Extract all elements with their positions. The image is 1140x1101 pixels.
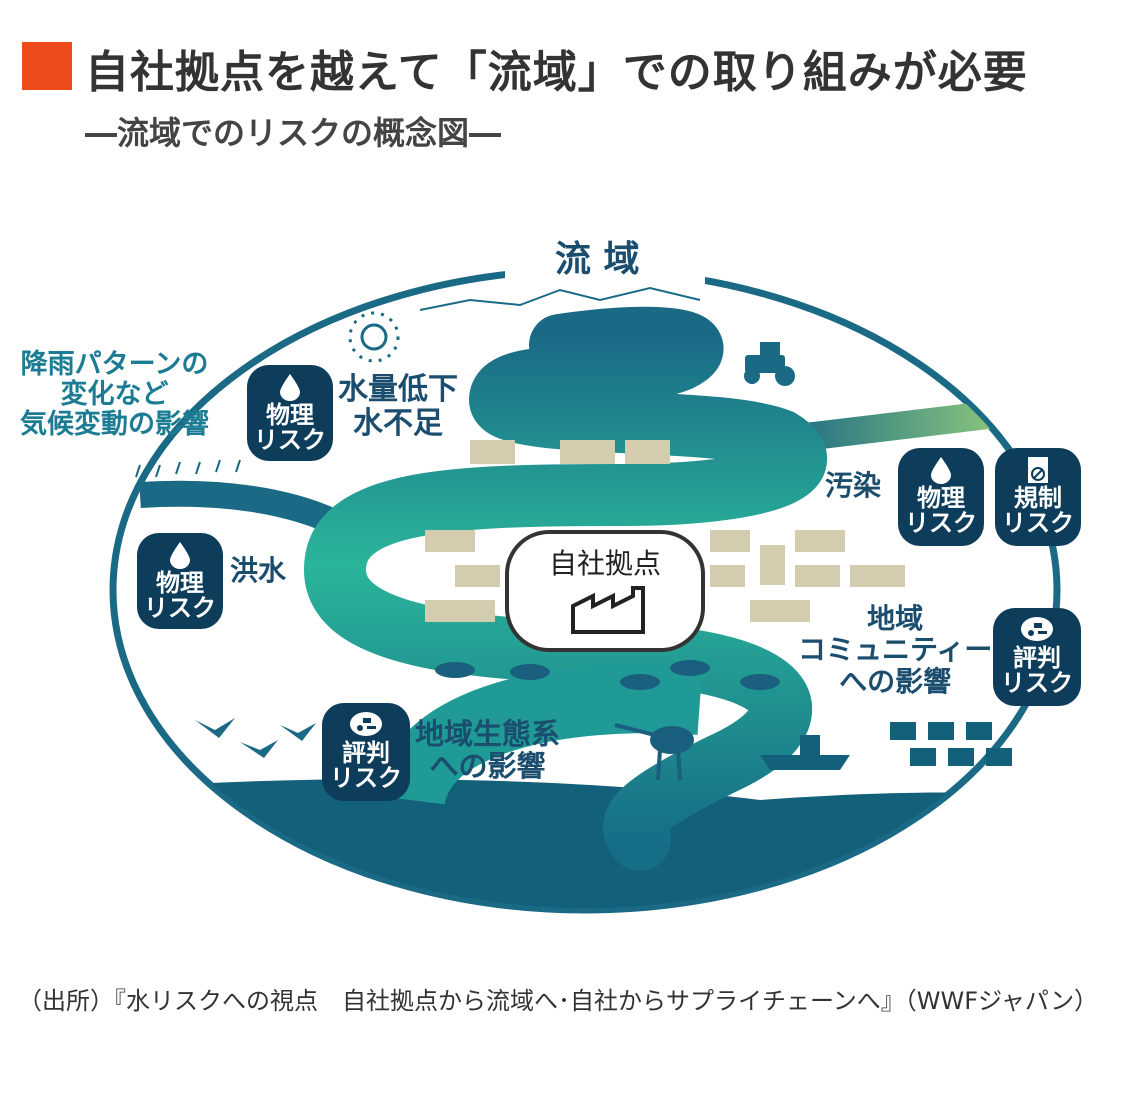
headquarters-label: 自社拠点 (548, 547, 661, 580)
badge-line: リスク (1001, 669, 1073, 698)
label-line: 水不足 (353, 405, 443, 441)
physical-risk-badge: 物理リスク (898, 448, 984, 546)
regulatory-risk-badge: 規制リスク (995, 448, 1081, 546)
basin-label: 流 域 (555, 239, 640, 280)
tractor-icon (744, 342, 795, 386)
reputation-risk-badge: 評判リスク (993, 608, 1081, 706)
regulation-document-icon (1028, 457, 1048, 483)
badge-line: 規制 (1014, 484, 1062, 512)
label-line: コミュニティー (798, 633, 993, 667)
label-line: 水量低下 (338, 372, 458, 407)
houses-icon (890, 722, 1012, 766)
speech-bubble-icon (350, 712, 382, 736)
pollution-label: 汚染 (825, 469, 882, 502)
reputation-risk-badge: 評判リスク (322, 703, 410, 801)
physical-risk-badge: 物理リスク (137, 533, 223, 629)
mountains (419, 286, 701, 311)
water-drop-icon (931, 457, 951, 484)
rain-lines (135, 459, 241, 478)
badge-line: リスク (144, 594, 216, 623)
ship-icon (760, 735, 850, 770)
label-line: 降雨パターンの (20, 349, 209, 380)
label-line: 地域生態系 (415, 717, 561, 751)
factory-icons (425, 440, 905, 622)
speech-bubble-icon (1021, 617, 1053, 641)
badge-line: 物理 (917, 484, 965, 512)
climate-change-label: 降雨パターンの 変化など 気候変動の影響 (20, 349, 209, 441)
water-shortage-label: 水量低下 水不足 (338, 373, 458, 440)
bird-icons (195, 718, 316, 758)
page-subtitle: ―流域でのリスクの概念図― (85, 114, 502, 152)
headquarters-box: 自社拠点 (505, 530, 705, 652)
river-branch-left (139, 480, 346, 537)
label-line: への影響 (839, 664, 952, 698)
community-impact-label: 地域 コミュニティー への影響 (798, 603, 992, 697)
water-drop-icon (170, 542, 190, 569)
physical-risk-badge: 物理リスク (247, 365, 333, 461)
sea (115, 779, 1055, 908)
page-title: 自社拠点を越えて「流域」での取り組みが必要 (85, 47, 1028, 98)
title-accent-mark (22, 42, 72, 90)
sun-icon (348, 311, 400, 363)
ecosystem-impact-label: 地域生態系 への影響 (415, 718, 560, 783)
label-line: 変化など (60, 379, 169, 411)
badge-line: 物理 (156, 569, 204, 597)
source-note: （出所）『水リスクへの視点 自社拠点から流域へ･自社からサプライチェーンへ』（W… (18, 987, 1099, 1015)
heron-icon (614, 723, 694, 781)
label-line: 地域 (867, 602, 924, 635)
badge-line: リスク (254, 426, 326, 455)
badge-line: リスク (1002, 509, 1074, 538)
flood-label: 洪水 (230, 554, 287, 587)
badge-line: リスク (905, 509, 977, 538)
badge-line: リスク (330, 764, 402, 793)
factory-icon (571, 586, 645, 634)
fish-icons (435, 660, 780, 690)
basin-illustration (109, 266, 1061, 914)
badge-line: 評判 (342, 739, 390, 767)
water-drop-icon (280, 374, 300, 401)
river (303, 306, 827, 871)
badge-line: 評判 (1013, 644, 1061, 672)
badge-line: 物理 (266, 401, 314, 429)
label-line: への影響 (429, 749, 546, 784)
label-line: 気候変動の影響 (20, 409, 209, 441)
